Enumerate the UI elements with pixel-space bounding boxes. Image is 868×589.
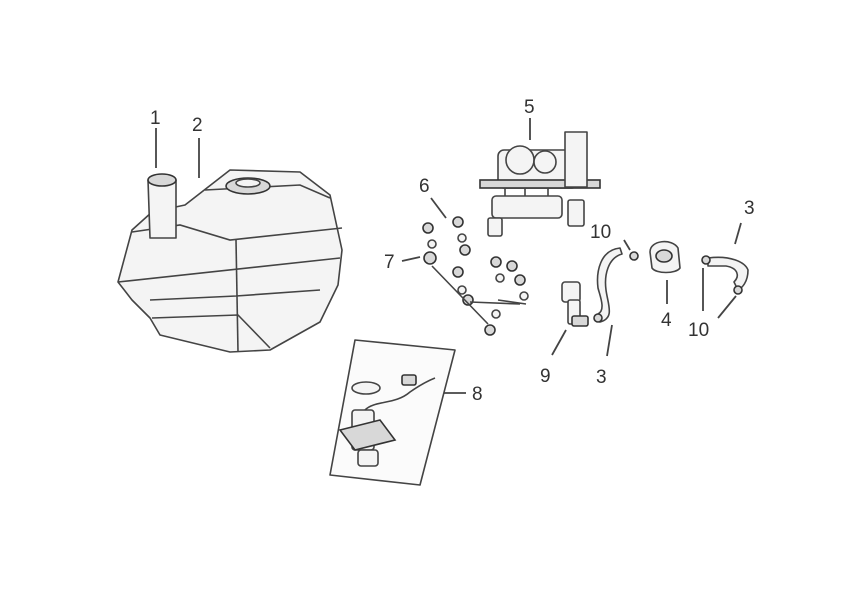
hose-clamps	[593, 251, 743, 323]
callout-9: 9	[540, 366, 551, 387]
callout-10-left: 10	[590, 222, 611, 243]
fuel-filter	[649, 240, 681, 274]
mounting-bolts	[422, 216, 529, 336]
fuel-hose-right	[707, 256, 749, 291]
callout-3-lower: 3	[596, 367, 607, 388]
callout-1: 1	[150, 108, 161, 129]
fuel-pump-sender	[329, 339, 456, 486]
callout-8: 8	[472, 384, 483, 405]
leader-lines	[155, 118, 742, 394]
callout-7: 7	[384, 252, 395, 273]
callout-3-right: 3	[744, 198, 755, 219]
callout-4: 4	[661, 310, 672, 331]
callout-2: 2	[192, 115, 203, 136]
callout-10-right: 10	[688, 320, 709, 341]
callout-6: 6	[419, 176, 430, 197]
filler-neck	[147, 173, 177, 239]
fuel-valve-assembly	[479, 131, 601, 237]
callout-5: 5	[524, 97, 535, 118]
fuel-hose-left	[596, 247, 623, 323]
elbow-fitting	[561, 281, 589, 327]
